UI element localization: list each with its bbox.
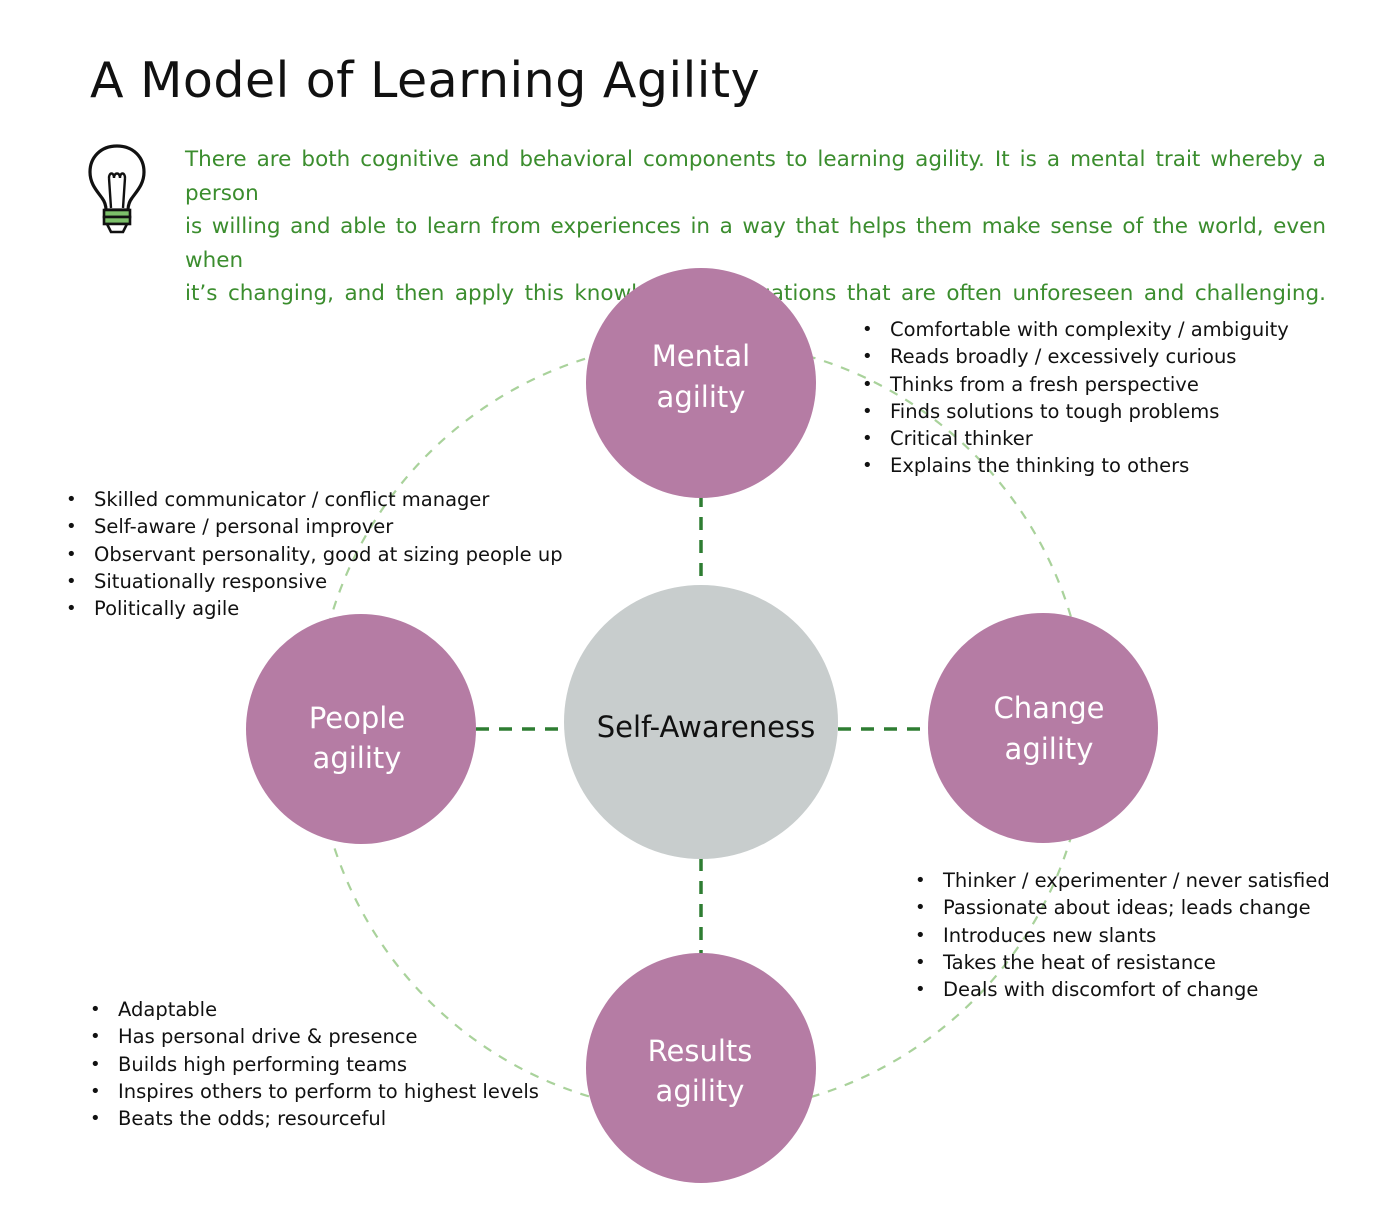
center-circle — [564, 585, 838, 859]
people-agility-label-line2: agility — [313, 741, 402, 775]
mental-agility-label-line2: agility — [657, 380, 746, 414]
mental-agility-circle — [586, 268, 816, 498]
intro-line: is willing and able to learn from experi… — [185, 214, 1326, 273]
results-agility-circle — [586, 953, 816, 1183]
list-item: Observant personality, good at sizing pe… — [64, 541, 563, 569]
mental-agility-label-line1: Mental — [652, 339, 750, 373]
list-item: Politically agile — [64, 595, 563, 623]
list-item: Beats the odds; resourceful — [88, 1105, 539, 1133]
list-item: Thinker / experimenter / never satisfied — [913, 867, 1330, 895]
people-agility-circle — [246, 614, 476, 844]
list-item: Comfortable with complexity / ambiguity — [860, 316, 1289, 344]
change-agility-circle — [928, 613, 1158, 843]
list-item: Explains the thinking to others — [860, 452, 1289, 480]
change-agility-label-line2: agility — [1005, 732, 1094, 766]
results-agility-label-line2: agility — [656, 1074, 745, 1108]
list-item: Has personal drive & presence — [88, 1023, 539, 1051]
results-agility-bullets: Adaptable Has personal drive & presence … — [88, 996, 539, 1133]
center-label: Self-Awareness — [597, 710, 815, 744]
intro-line: There are both cognitive and behavioral … — [185, 147, 1326, 206]
list-item: Situationally responsive — [64, 568, 563, 596]
list-item: Builds high performing teams — [88, 1051, 539, 1079]
list-item: Inspires others to perform to highest le… — [88, 1078, 539, 1106]
list-item: Skilled communicator / conflict manager — [64, 486, 563, 514]
list-item: Adaptable — [88, 996, 539, 1024]
list-item: Deals with discomfort of change — [913, 976, 1330, 1004]
list-item: Critical thinker — [860, 425, 1289, 453]
list-item: Introduces new slants — [913, 922, 1330, 950]
mental-agility-bullets: Comfortable with complexity / ambiguity … — [860, 316, 1289, 480]
list-item: Passionate about ideas; leads change — [913, 894, 1330, 922]
change-agility-label-line1: Change — [993, 691, 1104, 725]
results-agility-label-line1: Results — [648, 1034, 753, 1068]
list-item: Finds solutions to tough problems — [860, 398, 1289, 426]
lightbulb-icon — [88, 144, 146, 234]
list-item: Takes the heat of resistance — [913, 949, 1330, 977]
people-agility-bullets: Skilled communicator / conflict manager … — [64, 486, 563, 623]
change-agility-bullets: Thinker / experimenter / never satisfied… — [913, 867, 1330, 1004]
people-agility-label-line1: People — [309, 701, 405, 735]
list-item: Thinks from a fresh perspective — [860, 371, 1289, 399]
list-item: Self-aware / personal improver — [64, 513, 563, 541]
list-item: Reads broadly / excessively curious — [860, 343, 1289, 371]
page-title: A Model of Learning Agility — [90, 52, 761, 109]
